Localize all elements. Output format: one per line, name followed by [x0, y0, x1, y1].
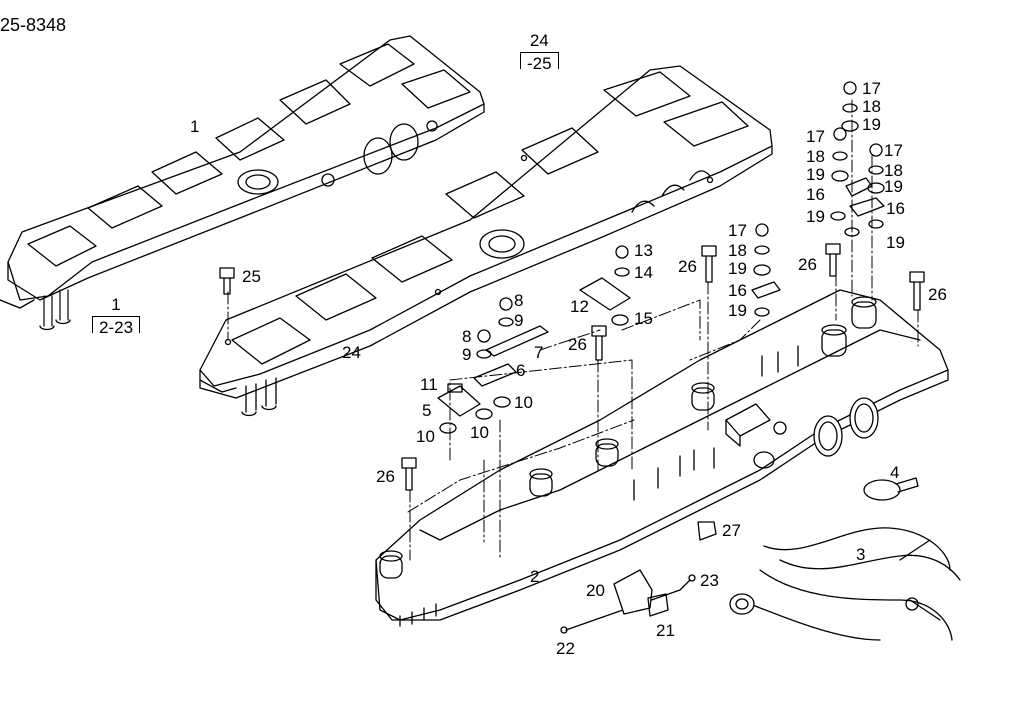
hardware: [219, 81, 925, 541]
part-label-26: 26: [678, 257, 697, 276]
part-label-7: 7: [534, 343, 544, 362]
part-label-17: 17: [862, 79, 881, 98]
reference-box-24: 24 -25: [520, 31, 559, 73]
reference-box-1: 1 2-23: [92, 295, 141, 337]
drawing-number: 25-8348: [0, 15, 67, 35]
part-label-19: 19: [806, 165, 825, 184]
part-label-17: 17: [806, 127, 825, 146]
part-label-12: 12: [570, 297, 589, 316]
part-label-8: 8: [462, 327, 472, 346]
part-label-18: 18: [806, 147, 825, 166]
part-label-25: 25: [242, 267, 261, 286]
reference-bottom: -25: [520, 52, 559, 73]
part-label-5: 5: [422, 401, 432, 420]
part-label-2: 2: [530, 567, 540, 586]
part-label-22: 22: [556, 639, 575, 658]
part-label-19: 19: [862, 115, 881, 134]
part-label-19: 19: [886, 233, 905, 252]
part-label-17: 17: [884, 141, 903, 160]
part-label-18: 18: [862, 97, 881, 116]
part-label-9: 9: [514, 311, 524, 330]
part-label-13: 13: [634, 241, 653, 260]
part-label-6: 6: [516, 361, 526, 380]
part-label-3: 3: [856, 545, 866, 564]
part-label-27: 27: [722, 521, 741, 540]
engine-cover-front: [199, 65, 773, 417]
reference-top: 24: [529, 31, 549, 50]
engine-cover-left: [0, 35, 485, 331]
part-label-23: 23: [700, 571, 719, 590]
part-label-4: 4: [890, 463, 900, 482]
part-label-10: 10: [416, 427, 435, 446]
part-label-20: 20: [586, 581, 605, 600]
part-label-19: 19: [728, 259, 747, 278]
part-label-19: 19: [728, 301, 747, 320]
part-label-10: 10: [514, 393, 533, 412]
part-label-1: 1: [190, 117, 200, 136]
part-label-26: 26: [928, 285, 947, 304]
part-label-11: 11: [420, 375, 438, 394]
part-label-18: 18: [884, 161, 903, 180]
part-label-19: 19: [806, 207, 825, 226]
part-label-26: 26: [568, 335, 587, 354]
part-label-18: 18: [728, 241, 747, 260]
part-label-10: 10: [470, 423, 489, 442]
part-label-26: 26: [798, 255, 817, 274]
part-label-24: 24: [342, 343, 361, 362]
sensor-assembly: [560, 569, 696, 634]
leader-lines: [227, 99, 919, 561]
reference-bottom: 2-23: [92, 316, 141, 337]
part-label-19: 19: [884, 177, 903, 196]
reference-top: 1: [111, 295, 121, 314]
part-label-16: 16: [806, 185, 825, 204]
part-label-17: 17: [728, 221, 747, 240]
part-label-21: 21: [656, 621, 675, 640]
lower-housing: [375, 289, 949, 627]
part-label-9: 9: [462, 345, 472, 364]
part-label-15: 15: [634, 309, 653, 328]
part-label-14: 14: [634, 263, 653, 282]
part-label-26: 26: [376, 467, 395, 486]
part-label-8: 8: [514, 291, 524, 310]
wiring-harness: [729, 527, 961, 641]
part-label-16: 16: [728, 281, 747, 300]
part-label-16: 16: [886, 199, 905, 218]
